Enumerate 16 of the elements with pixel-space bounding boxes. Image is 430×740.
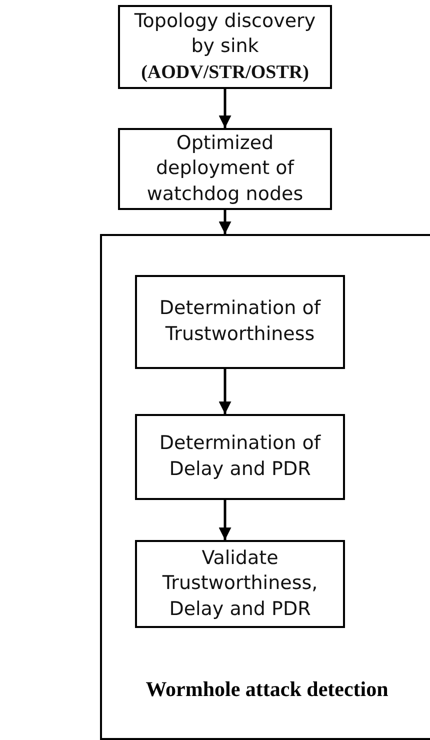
arrow bbox=[218, 500, 232, 540]
process-box bbox=[118, 5, 332, 89]
box-text: Topology discovery by sink (AODV/STR/OSTR) bbox=[133, 8, 317, 85]
process-box bbox=[135, 540, 345, 628]
process-box bbox=[135, 275, 345, 369]
box-text: Determination of Delay and PDR bbox=[158, 431, 322, 482]
box-text: Validate Trustworthiness, Delay and PDR bbox=[161, 546, 319, 622]
arrow bbox=[218, 89, 232, 128]
box-text: Optimized deployment of watchdog nodes bbox=[146, 130, 304, 207]
arrow bbox=[218, 369, 232, 414]
group-frame bbox=[100, 234, 430, 740]
group-heading: Wormhole attack detection bbox=[144, 677, 390, 702]
process-box bbox=[118, 128, 332, 210]
box-text: Determination of Trustworthiness bbox=[158, 296, 322, 347]
process-box bbox=[135, 414, 345, 500]
arrow bbox=[218, 210, 232, 234]
